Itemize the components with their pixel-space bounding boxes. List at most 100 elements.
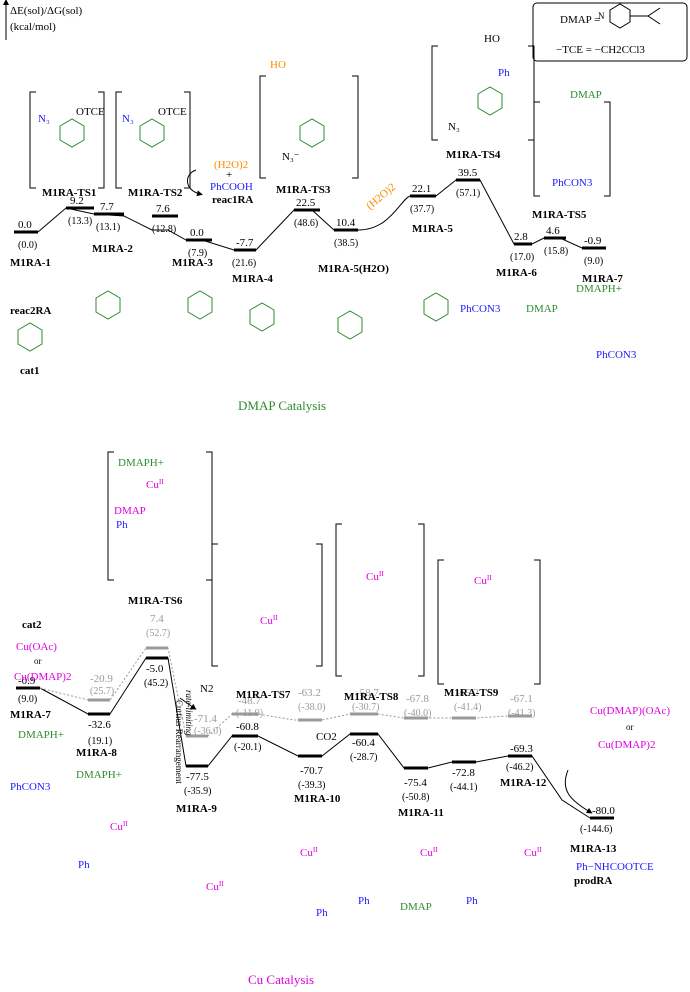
rate-limiting-label: rate-limiting [184, 690, 194, 736]
bottom-levels-gray [88, 646, 532, 738]
ts-molecule-sketches-top [59, 86, 503, 148]
svg-text:M1RA-8: M1RA-8 [76, 747, 117, 759]
top-energies: 0.0 (0.0) 9.2 (13.3) 7.7 (13.1) 7.6 (12.… [18, 167, 603, 269]
label-M1RA-TS5: M1RA-TS5 [532, 209, 587, 221]
dmap-ts5: DMAP [570, 89, 602, 101]
svg-text:DMAP: DMAP [400, 901, 432, 913]
top-molecule-sketches [17, 290, 449, 352]
svg-text:N₃: N₃ [122, 113, 134, 125]
top-state-labels: M1RA-1 M1RA-TS1 M1RA-2 M1RA-TS2 M1RA-3 M… [10, 149, 623, 285]
label-M1RA-TS3: M1RA-TS3 [276, 184, 331, 196]
curtius-label: Curtius Rearrangement [174, 700, 184, 784]
svg-text:Cu(DMAP)2: Cu(DMAP)2 [14, 671, 71, 683]
tce-ts1: OTCE [76, 106, 105, 118]
top-profile-connectors [37, 179, 606, 251]
svg-text:CuII: CuII [110, 819, 128, 834]
bottom-annotations: Cu(OAc) or Cu(DMAP)2 DMAPH+ PhCON3 DMAPH… [10, 641, 670, 913]
axis-label-line2: (kcal/mol) [10, 21, 56, 33]
svg-text:-0.9: -0.9 [18, 675, 36, 687]
g-7: (9.0) [584, 256, 603, 267]
cat2-label: cat2 [22, 619, 42, 631]
svg-text:(-11.9): (-11.9) [236, 708, 263, 719]
top-levels [14, 178, 606, 252]
svg-text:-71.4: -71.4 [194, 713, 217, 725]
svg-text:(45.2): (45.2) [144, 678, 168, 689]
e-4: -7.7 [236, 237, 254, 249]
section-cu: Cu Catalysis [248, 972, 314, 987]
label-M1RA-4: M1RA-4 [232, 273, 273, 285]
e-5: 22.1 [412, 183, 431, 195]
svg-text:CuII: CuII [524, 845, 542, 860]
svg-text:-60.8: -60.8 [236, 721, 259, 733]
e-1: 0.0 [18, 219, 32, 231]
reac2-label: reac2RA [10, 305, 51, 317]
legend-dmap: DMAP = [560, 14, 600, 26]
svg-text:M1RA-TS7: M1RA-TS7 [236, 689, 291, 701]
svg-text:(-40.0): (-40.0) [404, 708, 432, 719]
svg-text:CuII: CuII [300, 845, 318, 860]
g-6: (17.0) [510, 252, 534, 263]
legend-box [532, 2, 688, 62]
ts-text-top: N₃ OTCE N₃ OTCE HO N₃⁻ N₃ HO Ph DMAP PhC… [38, 33, 602, 189]
g-1: (0.0) [18, 240, 37, 251]
phcon3-6: PhCON3 [460, 303, 501, 315]
label-M1RA-3: M1RA-3 [172, 257, 213, 269]
g-ts1: (13.3) [68, 216, 92, 227]
svg-text:CuII: CuII [366, 569, 384, 584]
e-7: -0.9 [584, 235, 602, 247]
svg-text:CuII: CuII [146, 477, 164, 492]
svg-text:M1RA-7: M1RA-7 [10, 709, 51, 721]
svg-text:-20.9: -20.9 [90, 673, 113, 685]
prod-formula: Ph−NHCOOTCE [576, 861, 654, 873]
label-M1RA-7-top: M1RA-7 [582, 273, 623, 285]
phcon3-7: PhCON3 [596, 349, 637, 361]
svg-text:-72.8: -72.8 [452, 767, 475, 779]
svg-text:(-28.7): (-28.7) [350, 752, 378, 763]
svg-text:N₃: N₃ [38, 113, 50, 125]
svg-text:(-50.8): (-50.8) [402, 792, 430, 803]
svg-text:DMAPH+: DMAPH+ [76, 769, 122, 781]
svg-text:M1RA-11: M1RA-11 [398, 807, 444, 819]
g-5: (37.7) [410, 204, 434, 215]
svg-text:(-144.6): (-144.6) [580, 824, 613, 835]
svg-text:CuII: CuII [206, 879, 224, 894]
pyridine-icon [609, 3, 661, 29]
svg-text:-80.0: -80.0 [592, 805, 615, 817]
svg-text:Ph: Ph [78, 859, 90, 871]
g-5h2o: (38.5) [334, 238, 358, 249]
svg-text:(-39.3): (-39.3) [298, 780, 326, 791]
h2o2-top-2: (H2O)2 [364, 181, 398, 212]
svg-text:-67.8: -67.8 [406, 693, 429, 705]
ts-brackets-bottom [107, 451, 541, 685]
svg-text:M1RA-10: M1RA-10 [294, 793, 341, 805]
svg-text:-63.2: -63.2 [298, 687, 321, 699]
svg-text:M1RA-9: M1RA-9 [176, 803, 217, 815]
svg-text:DMAP: DMAP [114, 505, 146, 517]
reac1-arrow [187, 169, 203, 197]
reac1-label: reac1RA [212, 194, 253, 206]
svg-text:or: or [34, 656, 42, 666]
cat1-label: cat1 [20, 365, 40, 377]
g-ts5: (15.8) [544, 246, 568, 257]
bottom-state-labels: M1RA-7 M1RA-8 M1RA-TS6 M1RA-9 M1RA-TS7 M… [10, 595, 617, 887]
svg-text:(-20.1): (-20.1) [234, 742, 262, 753]
svg-text:(25.7): (25.7) [90, 686, 114, 697]
label-M1RA-TS1: M1RA-TS1 [42, 187, 96, 199]
label-M1RA-TS2: M1RA-TS2 [128, 187, 183, 199]
e-5h2o: 10.4 [336, 217, 356, 229]
e-6: 2.8 [514, 231, 528, 243]
g-ts2: (12.8) [152, 224, 176, 235]
ts-brackets-top [29, 45, 611, 197]
dmaph-7: DMAPH+ [576, 283, 622, 295]
svg-text:DMAPH+: DMAPH+ [118, 457, 164, 469]
g-ts4: (57.1) [456, 188, 480, 199]
svg-text:DMAPH+: DMAPH+ [18, 729, 64, 741]
svg-text:-67.1: -67.1 [510, 693, 533, 705]
svg-text:-65.2: -65.2 [456, 687, 479, 699]
svg-text:Cu(DMAP)(OAc): Cu(DMAP)(OAc) [590, 705, 670, 717]
g-ts3: (48.6) [294, 218, 318, 229]
svg-text:(-41.4): (-41.4) [454, 702, 482, 713]
svg-text:(-38.0): (-38.0) [298, 702, 326, 713]
ho-ts4: HO [484, 33, 500, 45]
